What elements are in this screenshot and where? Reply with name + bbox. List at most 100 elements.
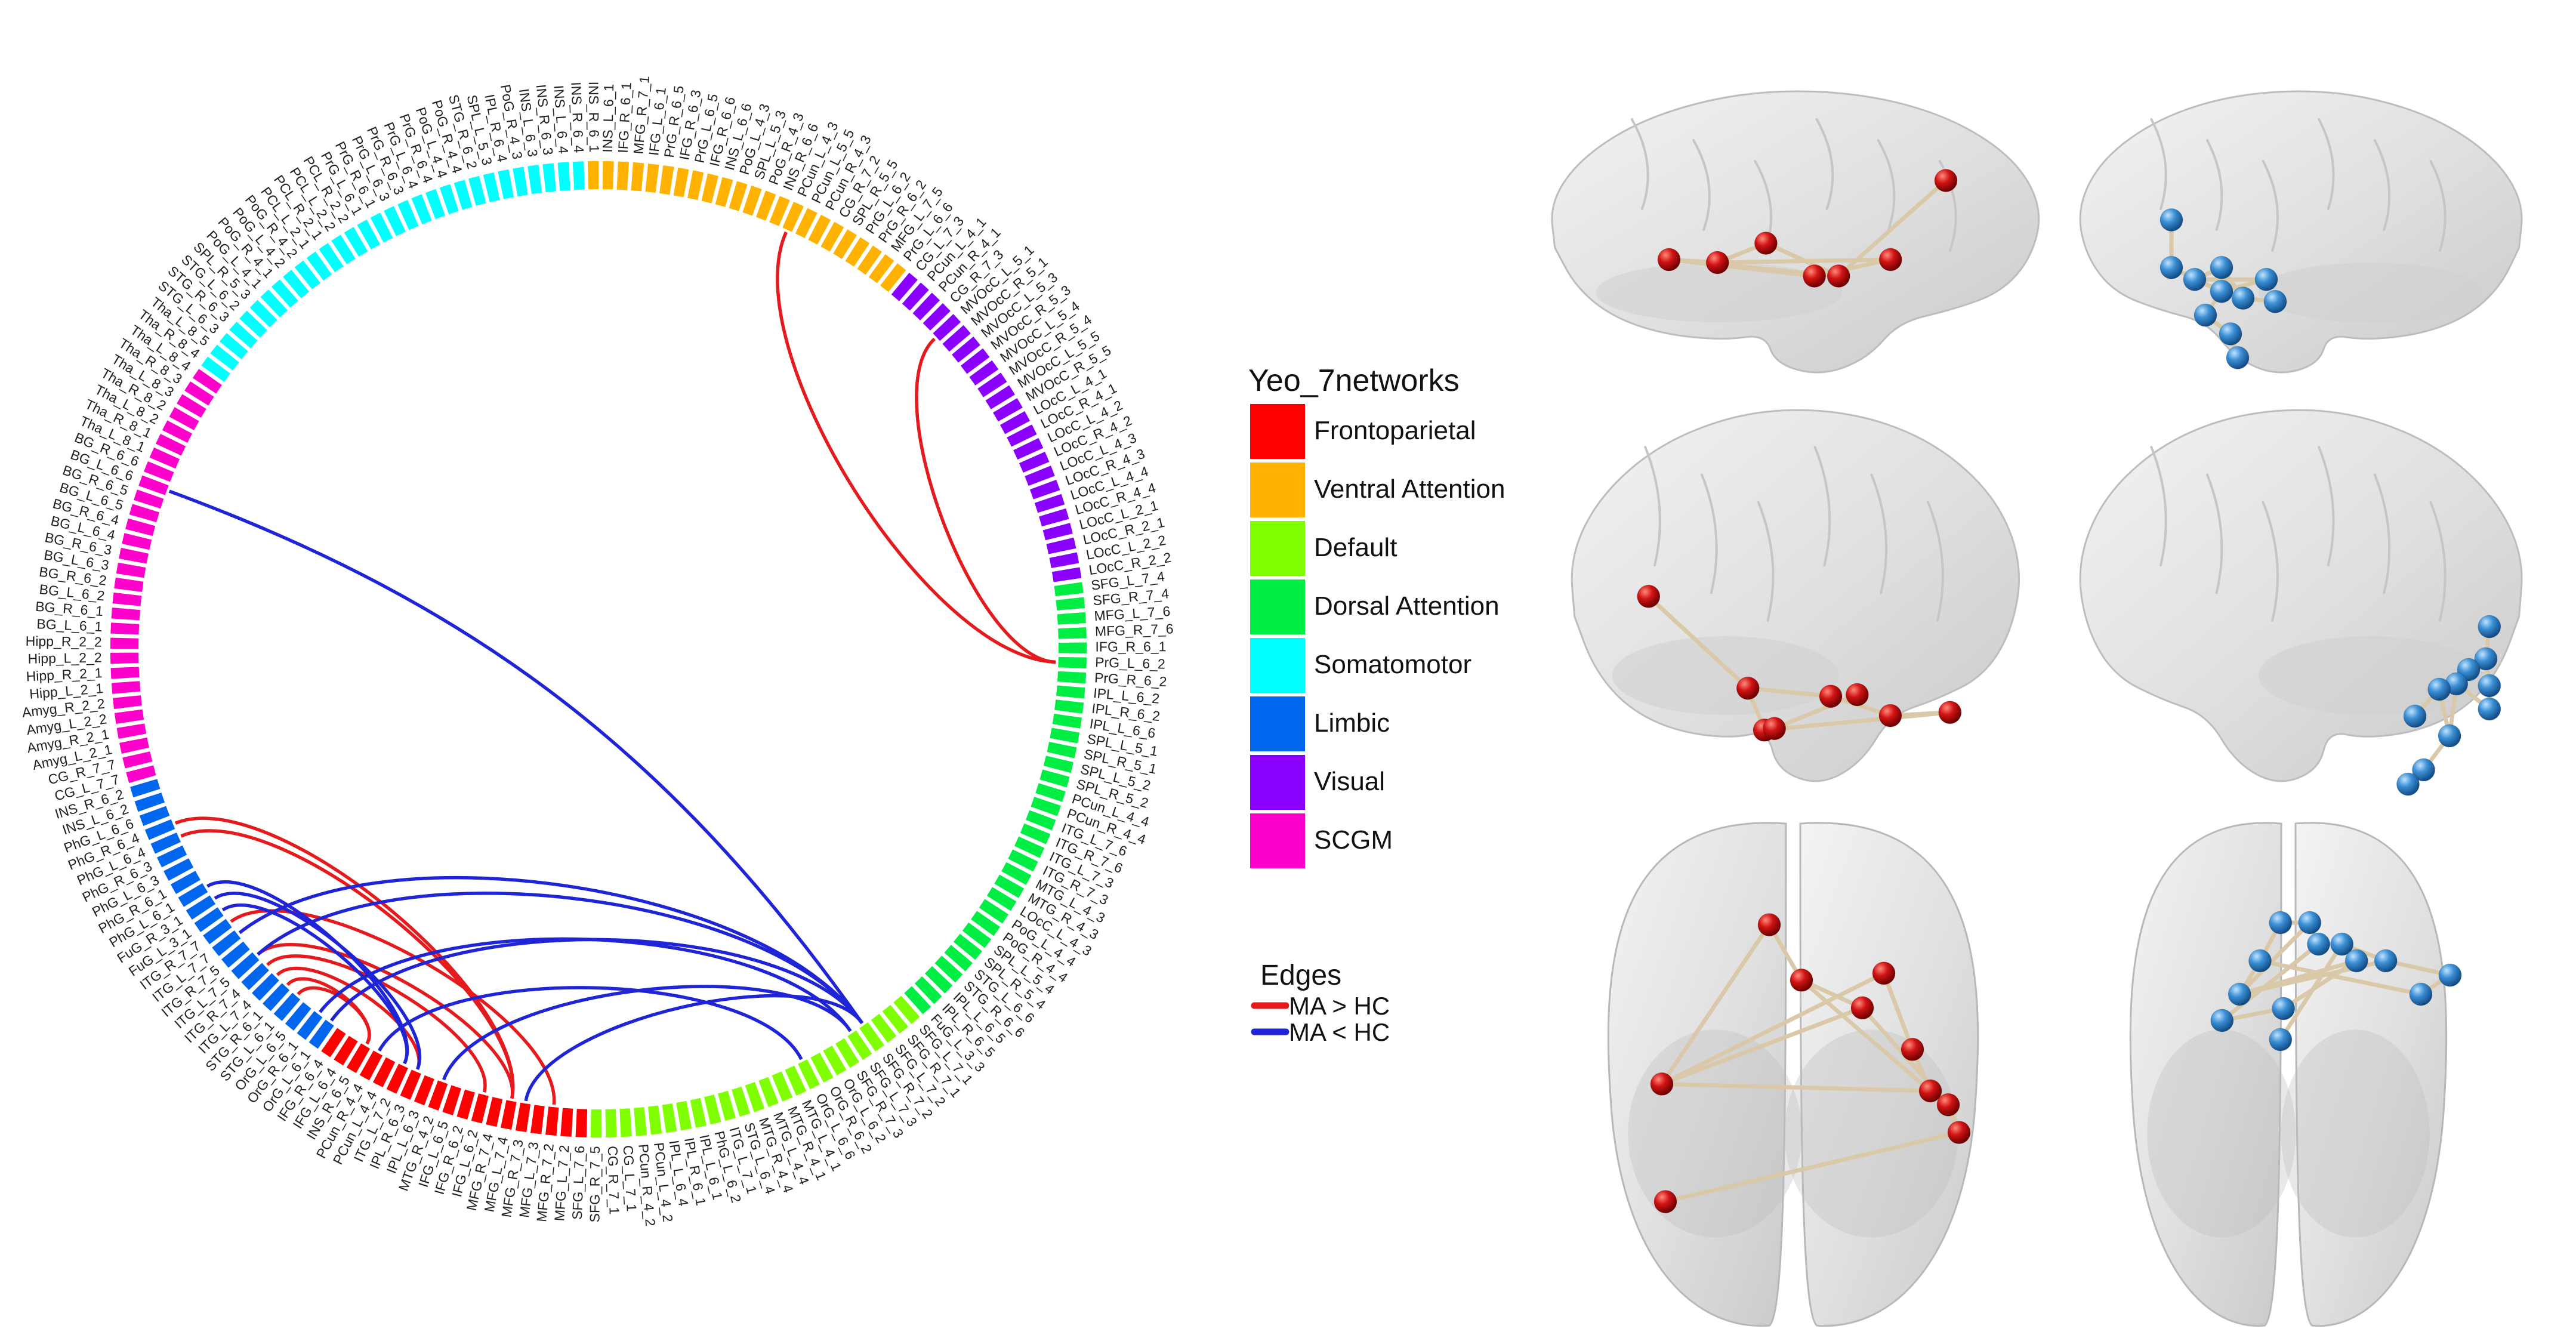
ring-block	[999, 410, 1031, 435]
roi-label: Hipp_R_2_2	[26, 633, 102, 650]
brain-sulcus	[2150, 446, 2167, 567]
brain-node	[1637, 584, 1661, 608]
ring-block	[119, 736, 150, 754]
network-legend-title: Yeo_7networks	[1248, 363, 1460, 398]
brain-node	[2263, 289, 2287, 313]
ring-block	[211, 929, 242, 957]
brain-node	[1790, 968, 1813, 992]
ring-block	[515, 1102, 532, 1133]
ring-block	[794, 207, 818, 239]
brain-sulcus	[1644, 446, 1661, 567]
brain-node	[2474, 647, 2498, 671]
ring-block	[742, 185, 763, 217]
ring-block	[714, 176, 734, 208]
brain-edge	[1663, 1130, 1961, 1204]
ring-block	[112, 695, 143, 710]
ring-block	[369, 212, 394, 243]
ring-block	[1057, 656, 1087, 669]
brain-node	[2228, 982, 2251, 1006]
brain-node	[2269, 1028, 2293, 1052]
ring-block	[1055, 596, 1086, 611]
brain-edge	[2237, 958, 2359, 997]
ring-block	[156, 844, 188, 868]
ring-block	[169, 870, 201, 895]
brain-edge	[1659, 1081, 1933, 1093]
roi-label: IFG_R_6_1	[1095, 639, 1166, 654]
ring-block	[810, 1052, 834, 1084]
ring-block	[557, 161, 571, 192]
ring-block	[372, 1056, 396, 1088]
roi-label: SFG_R_7_5	[587, 1146, 603, 1222]
legend-swatch	[1250, 579, 1305, 634]
brain-edge	[1646, 594, 1750, 690]
brain-node	[1850, 996, 1874, 1020]
ring-block	[914, 975, 943, 1005]
temporal-lobe	[2258, 636, 2482, 715]
ring-block	[1034, 493, 1066, 514]
ring-block	[110, 637, 140, 649]
ring-block	[251, 972, 280, 1001]
brain-node	[2396, 772, 2420, 796]
ring-block	[647, 1105, 663, 1136]
ring-block	[1025, 809, 1057, 831]
ring-block	[1042, 522, 1073, 541]
ring-block	[560, 1107, 574, 1137]
brain-shade	[2147, 1029, 2296, 1238]
ring-block	[333, 1035, 359, 1066]
brain-node	[2374, 949, 2398, 973]
brain-edge	[1836, 178, 1948, 278]
ring-block	[675, 1100, 693, 1131]
brain-node	[1878, 248, 1902, 272]
brain-node	[1705, 251, 1729, 275]
ring-block	[343, 226, 369, 258]
brain-sulcus	[2429, 160, 2447, 252]
brain-node	[1936, 1093, 1960, 1117]
brain-node	[1918, 1079, 1942, 1103]
ring-block	[1029, 479, 1061, 500]
ring-block	[1013, 835, 1045, 859]
ring-block	[1051, 713, 1082, 729]
ring-block	[992, 397, 1023, 423]
chord-edge	[524, 994, 864, 1102]
ring-block	[273, 992, 301, 1022]
legend-label: Visual	[1314, 767, 1385, 796]
temporal-lobe	[1596, 263, 1843, 322]
chord-edge	[180, 829, 515, 1099]
edge-legend-label: MA > HC	[1289, 992, 1390, 1020]
ring-block	[318, 242, 344, 273]
ring-block	[118, 547, 149, 565]
legend-swatch	[1250, 696, 1305, 751]
ring-block	[125, 764, 157, 784]
brain-edge	[1762, 710, 1952, 732]
chord-edge	[330, 938, 864, 1024]
brain-sulcus	[2373, 473, 2391, 594]
brain-edge	[1659, 1006, 1865, 1086]
ring-block	[122, 751, 153, 769]
ring-block	[143, 460, 175, 483]
brain-node	[2272, 997, 2296, 1020]
ring-block	[306, 251, 333, 282]
brain-node	[2194, 303, 2217, 327]
ring-block	[168, 406, 200, 431]
chord-edge	[214, 892, 421, 1070]
ring-block	[1057, 670, 1087, 685]
ring-block	[218, 332, 249, 360]
brain-node	[2269, 911, 2293, 935]
network-ring	[110, 161, 1087, 1138]
temporal-lobe	[2258, 263, 2482, 322]
roi-label: MFG_R_7_6	[1095, 621, 1174, 639]
ring-block	[822, 1045, 847, 1077]
brain-sulcus	[1692, 139, 1711, 231]
brain-sulcus	[1877, 139, 1896, 231]
ring-block	[728, 180, 748, 212]
brain-node	[1934, 169, 1958, 192]
brain-sulcus	[1813, 446, 1831, 567]
brain-edge	[2281, 958, 2359, 1011]
ring-block	[113, 576, 144, 593]
roi-label: PrG_L_6_2	[1095, 654, 1165, 671]
ring-block	[125, 517, 156, 537]
ring-block	[110, 622, 140, 635]
ring-block	[453, 179, 473, 211]
brain-edge	[1799, 978, 1933, 1093]
